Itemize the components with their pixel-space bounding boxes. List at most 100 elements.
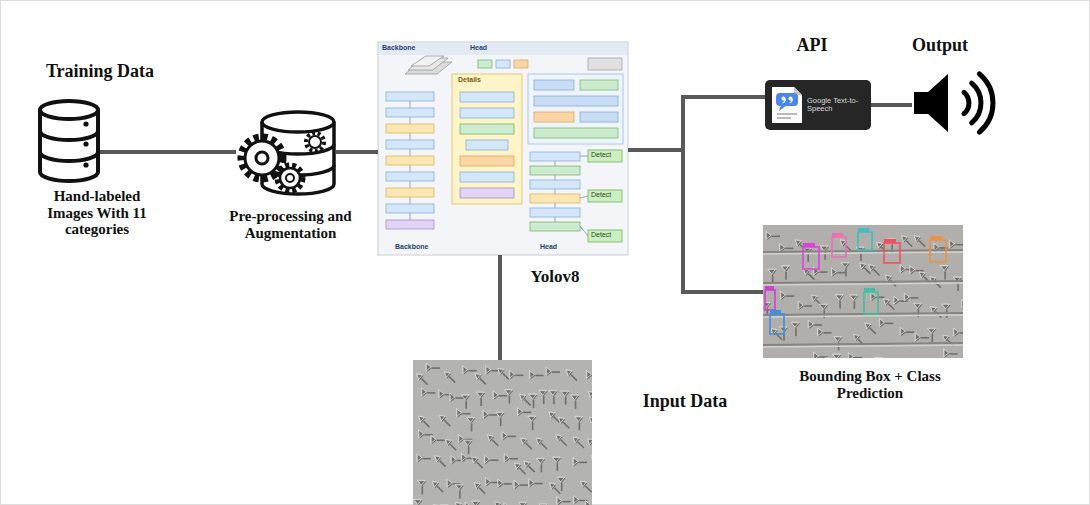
wedge-stroke [839,301,841,309]
illustration-part [790,99,793,103]
wedge-highlight [834,336,842,341]
wedge-mark [432,436,437,444]
wedge-stroke [480,378,486,384]
wedge-highlight [463,366,468,374]
illustration-part [530,166,580,175]
wedge-highlight [417,454,422,462]
illustration-part [930,236,942,240]
wedge-stroke [541,443,547,449]
connector-line [100,150,236,154]
wedge-mark [880,319,885,327]
wedge-highlight [552,457,560,462]
wedge-highlight [944,349,949,357]
illustration-part [777,117,791,119]
preprocess-node: Pre-processing and Augmentation [236,108,336,196]
illustration-part [40,101,98,119]
illustration-part [460,172,514,182]
illustration-part [309,136,321,148]
illustration-part [386,108,434,117]
wedge-stroke [479,488,485,494]
wedge-highlight [496,412,504,417]
wedge-highlight [421,388,426,396]
wedge-highlight [818,328,823,336]
wedge-mark [842,263,850,268]
wedge-mark [792,323,800,328]
part-label: Head [470,44,487,52]
wedge-mark [587,371,592,379]
wedge-mark [503,432,508,440]
wedge-highlight [414,499,422,504]
illustration-part [928,74,948,132]
connector-line [871,103,912,107]
wedge-stroke [509,395,511,403]
wedge-highlight [455,484,463,489]
wedge-highlight [494,502,500,505]
illustration-part [460,156,514,166]
wedge-highlight [498,479,503,487]
wedge-highlight [849,295,857,300]
heading-text: Output [890,36,990,56]
illustration-part [530,180,580,189]
illustration-part [386,172,434,181]
illustration-part [262,112,334,132]
wedge-highlight [471,501,479,505]
wedge-mark [905,294,910,302]
illustration-part [864,292,878,314]
illustration-part [832,233,843,237]
wedge-highlight [528,416,536,421]
wedge-stroke [535,375,543,377]
wedge-stroke [462,413,470,415]
wedge-mark [477,393,485,398]
wedge-stroke [906,241,912,247]
wedge-highlight [825,358,831,359]
wedge-mark [592,456,593,462]
wedge-highlight [910,266,915,274]
wedge-mark [418,455,423,463]
wedge-mark [495,503,501,505]
illustration-part [776,93,798,106]
wedge-stroke [519,468,525,474]
icon-text: Google Text-to-Speech [807,97,869,114]
illustration-part [763,225,963,358]
wedge-stroke [854,357,862,358]
wedge-highlight [942,304,950,309]
connector-line [628,97,765,150]
wedge-mark [510,371,515,379]
illustration-part [972,83,981,123]
wedge-stroke [944,271,946,279]
wedge-stroke [523,412,531,414]
illustration-part [534,112,574,122]
connector-line [498,255,502,360]
illustration-part [386,92,434,101]
illustration-part [763,231,963,358]
wedge-mark [515,481,520,489]
wedge-stroke [561,440,567,446]
wedge-highlight [571,395,579,400]
illustration-part [530,194,580,203]
wedge-highlight [485,478,490,486]
wedge-highlight [904,293,909,301]
wedge-highlight [588,391,592,397]
wedge-highlight [504,454,509,462]
wedge-highlight [820,246,828,251]
wedge-stroke [437,440,445,442]
illustration-part [530,222,580,231]
wedge-highlight [900,265,905,273]
wedge-mark [815,353,820,358]
illustration-part [386,140,434,149]
wedge-highlight [871,292,876,300]
wedge-stroke [785,272,787,280]
wedge-highlight [518,502,526,505]
wedge-highlight [464,440,472,445]
caption-text: Bounding Box + Class Prediction [795,368,945,401]
illustration-part [528,74,623,144]
wedge-highlight [879,318,884,326]
part-label: Detect [591,231,611,239]
wedge-stroke [525,399,531,405]
illustration-part [414,363,592,505]
illustration-part [765,290,775,310]
wedge-stroke [785,248,793,250]
wedge-mark [418,481,426,486]
wedge-highlight [476,392,484,397]
part-label: Detect [591,191,611,199]
